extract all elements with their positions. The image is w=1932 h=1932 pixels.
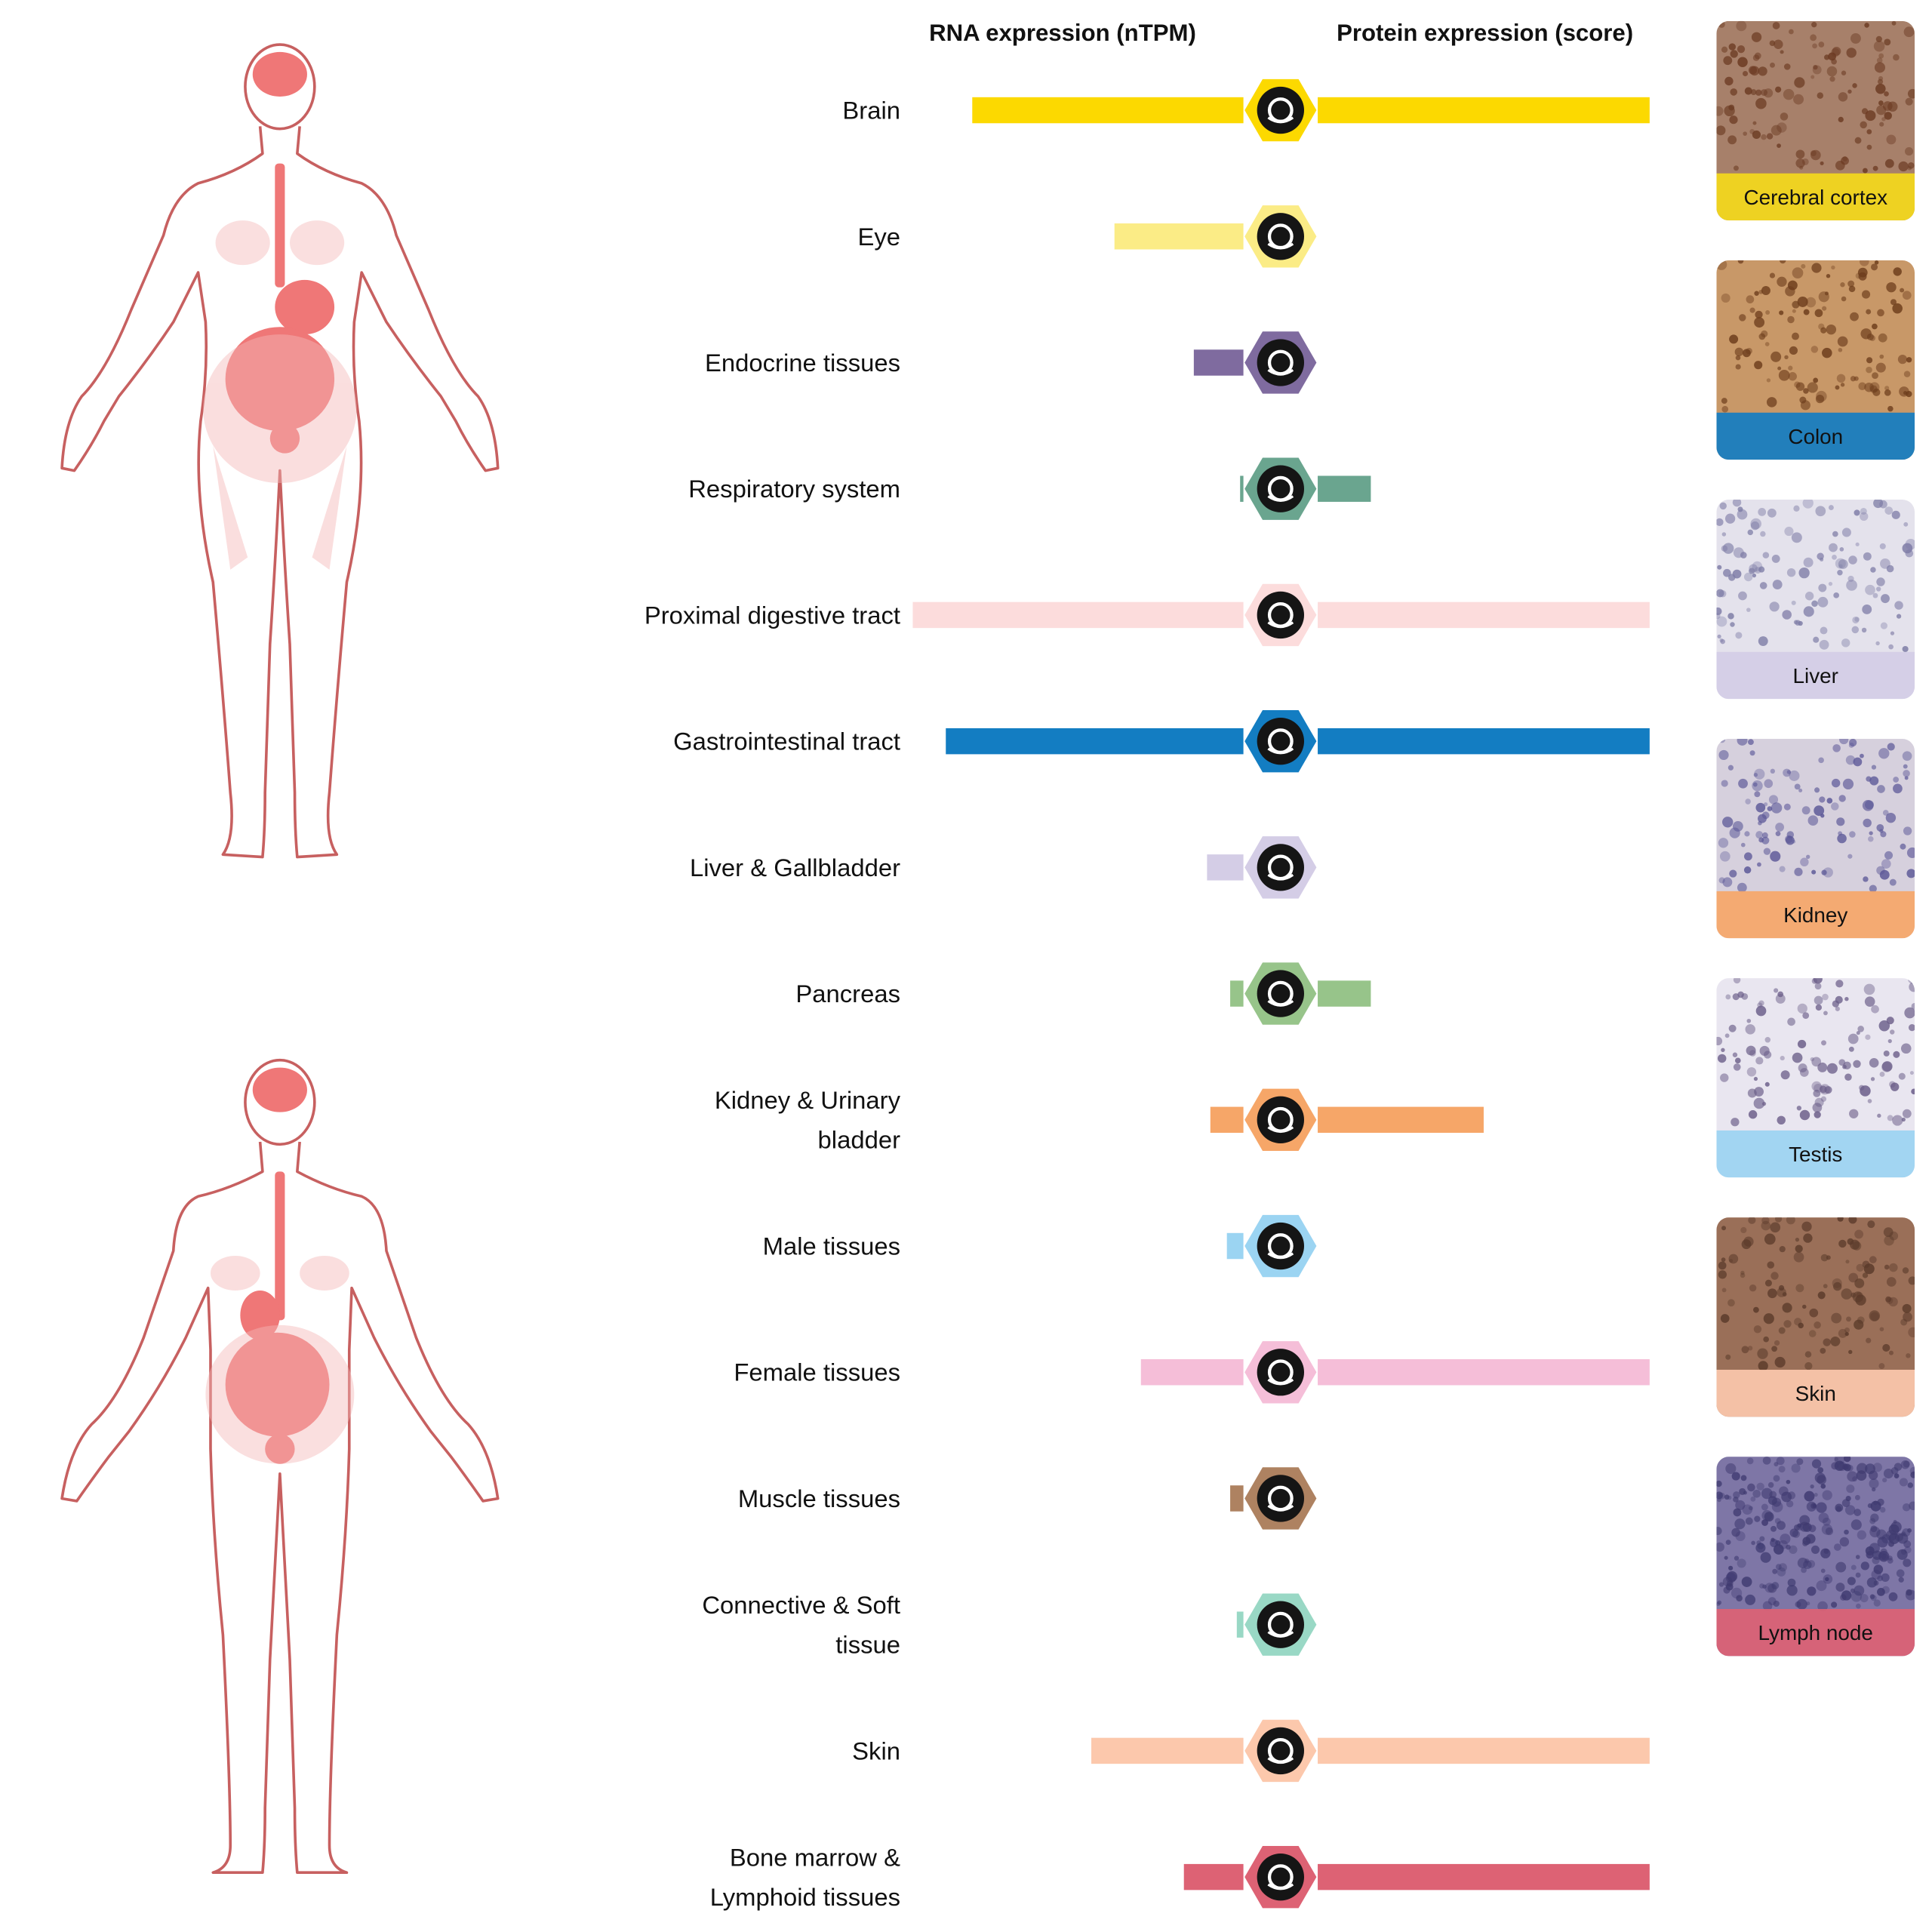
- rna-bar: [946, 728, 1244, 755]
- tissue-label: Female tissues: [734, 1358, 900, 1386]
- tissue-row: Kidney & Urinary bladder: [715, 1086, 1484, 1154]
- tissue-thumbnail: Skin: [1716, 1217, 1915, 1417]
- rna-bar: [1230, 1485, 1244, 1512]
- rna-bar: [1226, 1232, 1244, 1260]
- tissue-label: Muscle tissues: [738, 1484, 900, 1512]
- tissue-thumbnail: Cerebral cortex: [1716, 20, 1915, 221]
- rna-bar: [1091, 1737, 1244, 1764]
- tissue-thumbnail: Lymph node: [1716, 1457, 1915, 1657]
- thumbnail-label: Testis: [1789, 1143, 1842, 1166]
- rna-bar: [1193, 349, 1244, 376]
- tissue-label: Endocrine tissues: [705, 349, 900, 377]
- protein-bar: [1318, 1737, 1650, 1764]
- tissue-row: Muscle tissues: [738, 1467, 1317, 1530]
- thumbnail-label: Liver: [1793, 664, 1838, 688]
- tissue-row: Female tissues: [734, 1341, 1650, 1404]
- tissue-label: Gastrointestinal tract: [673, 728, 900, 755]
- tissue-thumbnail: Colon: [1716, 260, 1915, 460]
- thumbnail-label: Cerebral cortex: [1743, 186, 1887, 209]
- tissue-row: Gastrointestinal tract: [673, 709, 1650, 773]
- rna-bar: [1236, 1611, 1244, 1638]
- female-body-illustration: [60, 43, 500, 859]
- tissue-thumbnail: Kidney: [1716, 739, 1915, 939]
- uterus-icon: [1244, 1341, 1317, 1404]
- rna-bar: [1230, 980, 1244, 1007]
- tissue-label: Skin: [852, 1737, 900, 1764]
- eye-icon: [1244, 205, 1317, 268]
- tissue-label: Bone marrow &: [730, 1843, 900, 1871]
- cells-icon: [1244, 1593, 1317, 1656]
- tissue-row: Connective & Soft tissue: [702, 1591, 1317, 1658]
- tissue-row: Skin: [852, 1719, 1650, 1783]
- male-body-illustration: [60, 1058, 500, 1875]
- tissue-thumbnail: Testis: [1716, 978, 1915, 1178]
- tissue-label: Brain: [842, 97, 900, 125]
- liver-icon: [1244, 836, 1317, 899]
- lymphoid-icon: [1244, 1845, 1317, 1909]
- tissue-label: Respiratory system: [688, 475, 900, 503]
- rna-bar: [1207, 854, 1244, 881]
- rna-bar: [912, 601, 1244, 629]
- protein-bar: [1318, 728, 1650, 755]
- rna-header: RNA expression (nTPM): [929, 20, 1196, 46]
- tissue-row: Respiratory system: [688, 457, 1371, 520]
- tissue-row: Liver & Gallbladder: [690, 836, 1317, 899]
- pancreas-icon: [1244, 962, 1317, 1025]
- protein-bar: [1318, 475, 1371, 502]
- thumbnail-label: Skin: [1795, 1382, 1836, 1405]
- thumbnail-label: Kidney: [1783, 903, 1847, 927]
- skin-icon: [1244, 1719, 1317, 1783]
- tissue-label: bladder: [818, 1126, 901, 1154]
- protein-bar: [1318, 601, 1650, 629]
- rna-bar: [1240, 475, 1244, 502]
- tissue-label: Proximal digestive tract: [645, 601, 900, 629]
- thyroid-icon: [1244, 331, 1317, 394]
- rna-bar: [1210, 1106, 1244, 1134]
- thumbnail-label: Colon: [1788, 425, 1843, 448]
- tissue-row: Male tissues: [763, 1214, 1317, 1278]
- brain-icon: [1244, 78, 1317, 142]
- protein-bar: [1318, 97, 1650, 124]
- tissue-label: Lymphoid tissues: [710, 1883, 900, 1911]
- male-tissue-icon: [1244, 1214, 1317, 1278]
- tissue-label: tissue: [835, 1630, 900, 1658]
- tissue-label: Pancreas: [795, 980, 900, 1008]
- tissue-label: Kidney & Urinary: [715, 1086, 901, 1114]
- thumbnail-label: Lymph node: [1758, 1621, 1873, 1644]
- tissue-label: Eye: [857, 223, 900, 251]
- tissue-thumbnail: Liver: [1716, 499, 1915, 700]
- tissue-label: Male tissues: [763, 1232, 900, 1260]
- rna-bar: [972, 97, 1244, 124]
- tissue-label: Connective & Soft: [702, 1591, 900, 1619]
- protein-bar: [1318, 1863, 1650, 1890]
- protein-bar: [1318, 1359, 1650, 1386]
- rna-bar: [1140, 1359, 1244, 1386]
- rna-bar: [1114, 223, 1244, 250]
- tissue-row: Pancreas: [795, 962, 1371, 1025]
- protein-bar: [1318, 980, 1371, 1007]
- heart-icon: [1244, 1467, 1317, 1530]
- tissue-row: Endocrine tissues: [705, 331, 1317, 394]
- lungs-icon: [1244, 457, 1317, 520]
- head-profile-icon: [1244, 583, 1317, 647]
- rna-bar: [1183, 1863, 1244, 1890]
- tissue-row: Eye: [857, 205, 1317, 268]
- protein-header: Protein expression (score): [1337, 20, 1633, 46]
- tissue-row: Proximal digestive tract: [645, 583, 1650, 647]
- tissue-row: Bone marrow & Lymphoid tissues: [710, 1843, 1650, 1911]
- protein-bar: [1318, 1106, 1484, 1134]
- stomach-icon: [1244, 709, 1317, 773]
- tissue-label: Liver & Gallbladder: [690, 854, 900, 881]
- tissue-row: Brain: [842, 78, 1650, 142]
- kidney-icon: [1244, 1088, 1317, 1152]
